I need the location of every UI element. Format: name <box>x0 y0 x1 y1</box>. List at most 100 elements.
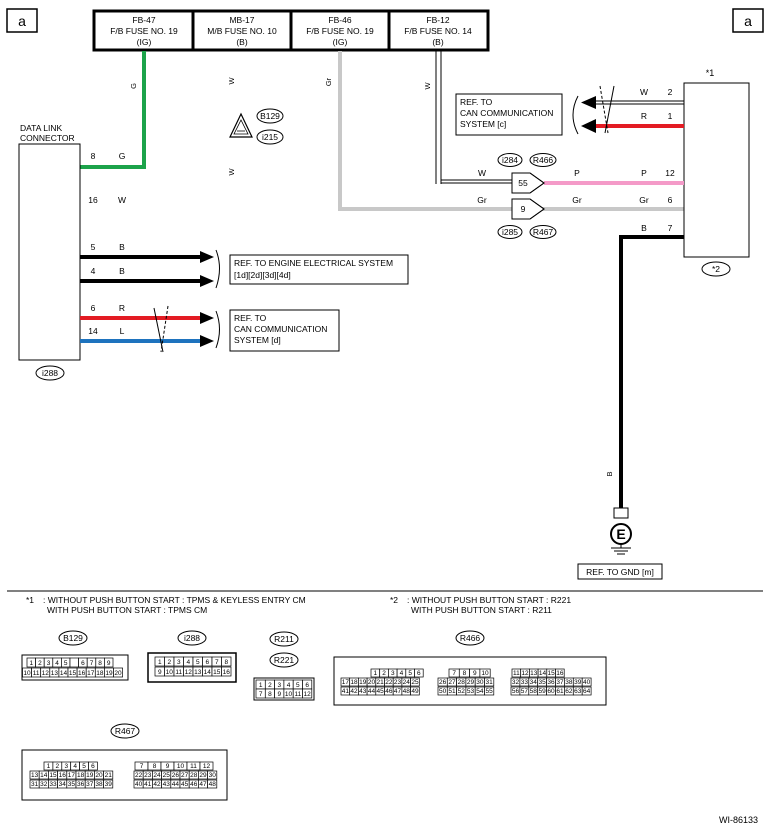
conn-r467-pin: 6 <box>91 763 95 770</box>
dlc-pin-8: 8 <box>91 151 96 161</box>
conn-r466-pin: 5 <box>408 670 412 677</box>
svg-text:55: 55 <box>518 178 528 188</box>
conn-r466-pin: 34 <box>530 679 538 686</box>
conn-b129-pin: 13 <box>51 670 59 677</box>
conn-r466-cell <box>410 686 420 696</box>
wire-w-label-upper: W <box>227 77 236 85</box>
conn-r467-pin: 18 <box>77 772 85 779</box>
conn-r467-pin: 21 <box>105 772 113 779</box>
conn-r466-pin: 42 <box>350 688 358 695</box>
svg-text:W: W <box>478 168 486 178</box>
conn-r467-cell <box>199 761 214 771</box>
conn-r467-pin: 25 <box>163 772 171 779</box>
inline-connector-pink: W 55 i284 R466 <box>441 153 557 194</box>
conn-i288-pin: 14 <box>204 669 212 676</box>
ref-can-d-box: REF. TO CAN COMMUNICATION SYSTEM [d] <box>229 309 340 352</box>
conn-b129-pin: 1 <box>29 660 33 667</box>
conn-r466-pin: 4 <box>400 670 404 677</box>
conn-r466-pin: 55 <box>486 688 494 695</box>
ref-engine-box: REF. TO ENGINE ELECTRICAL SYSTEM [1d][2d… <box>229 254 409 285</box>
conn-r467-pin: 44 <box>172 781 180 788</box>
svg-text:[1d][2d][3d][4d]: [1d][2d][3d][4d] <box>234 270 291 280</box>
conn-r466-cell <box>555 668 565 678</box>
conn-r466-pin: 57 <box>521 688 529 695</box>
conn-b129-pin: 9 <box>107 660 111 667</box>
conn-r211-cell <box>302 688 313 699</box>
conn-r466-label-oval <box>455 630 485 646</box>
conn-r466-pin: 47 <box>394 688 402 695</box>
conn-b129-pin: 11 <box>33 670 40 677</box>
conn-i288-pin: 4 <box>186 659 190 666</box>
svg-text:Gr: Gr <box>639 195 649 205</box>
conn-r467-pin: 46 <box>190 781 198 788</box>
conn-i288-pin: 13 <box>194 669 202 676</box>
module-cm: *1 *2 W 2 R 1 P P 12 Gr Gr 6 B 7 B <box>544 68 750 508</box>
svg-text:REF. TO: REF. TO <box>460 97 493 107</box>
svg-text:REF. TO ENGINE ELECTRICAL SYST: REF. TO ENGINE ELECTRICAL SYSTEM <box>234 258 393 268</box>
svg-text:7: 7 <box>668 223 673 233</box>
dlc-pin-5: 5 <box>91 242 96 252</box>
conn-i288-pin: 2 <box>167 659 171 666</box>
ground-symbol: E <box>610 507 632 555</box>
conn-r466-pin: 26 <box>439 679 447 686</box>
wire-gray-gr: Gr <box>324 51 684 211</box>
svg-text:: WITHOUT PUSH BUTTON START :: : WITHOUT PUSH BUTTON START : R221 <box>407 595 571 605</box>
conn-r466-pin: 31 <box>486 679 494 686</box>
fuse-2-id: MB-17 <box>229 15 254 25</box>
notes: *1 : WITHOUT PUSH BUTTON START : TPMS & … <box>26 595 571 615</box>
svg-text:Gr: Gr <box>477 195 487 205</box>
dlc-pin-4: 4 <box>91 266 96 276</box>
junction-label-2-oval <box>256 129 284 145</box>
dlc-pin-14-color: L <box>120 326 125 336</box>
conn-r466-pin: 1 <box>374 670 378 677</box>
conn-r211-pin: 10 <box>285 691 293 698</box>
conn-r466-label: R466 <box>460 633 481 643</box>
conn-i288-pin: 1 <box>158 659 162 666</box>
conn-r466-pin: 62 <box>565 688 573 695</box>
conn-i288-pin: 3 <box>177 659 181 666</box>
dlc-label-1: DATA LINK <box>20 123 63 133</box>
module-star-bottom: *2 <box>712 264 720 274</box>
dlc-pin-16: 16 <box>88 195 98 205</box>
conn-r466-cell <box>581 686 592 696</box>
conn-r467-pin: 9 <box>166 763 170 770</box>
conn-r466-pin: 22 <box>385 679 393 686</box>
junction-label-1: B129 <box>260 111 280 121</box>
conn-r466-pin: 13 <box>530 670 538 677</box>
conn-r467-cell <box>103 770 114 780</box>
svg-text:B: B <box>641 223 647 233</box>
conn-i288-pin: 9 <box>158 669 162 676</box>
junction-label-2: i215 <box>262 132 278 142</box>
fuse-1-id: FB-47 <box>132 15 155 25</box>
svg-text:12: 12 <box>665 168 675 178</box>
conn-r466-pin: 16 <box>556 670 564 677</box>
conn-i288-pin: 12 <box>185 669 193 676</box>
svg-text:SYSTEM [d]: SYSTEM [d] <box>234 335 281 345</box>
svg-text:SYSTEM [c]: SYSTEM [c] <box>460 119 506 129</box>
svg-text:WITH PUSH BUTTON START : R: WITH PUSH BUTTON START : R211 <box>411 605 552 615</box>
conn-r211-label: R211 <box>274 634 294 644</box>
dlc-pin-14: 14 <box>88 326 98 336</box>
conn-b129-pin: 16 <box>78 670 86 677</box>
wire-w-label-lower: W <box>227 168 236 176</box>
conn-r466-pin: 43 <box>359 688 367 695</box>
conn-r211-pin: 8 <box>268 691 272 698</box>
conn-r211-pin: 6 <box>305 682 309 689</box>
conn-r467-pin: 39 <box>105 781 113 788</box>
conn-r466-pin: 7 <box>452 670 456 677</box>
conn-b129-pin: 3 <box>47 660 51 667</box>
conn-r467-pin: 29 <box>199 772 207 779</box>
conn-i288-pin: 5 <box>196 659 200 666</box>
page-marker-right-box <box>732 8 764 33</box>
conn-r467-pin: 3 <box>64 763 68 770</box>
svg-text:*1: *1 <box>26 595 34 605</box>
conn-r211-pin: 1 <box>259 682 263 689</box>
conn-i288-pin: 7 <box>215 659 219 666</box>
svg-text:i284: i284 <box>502 155 518 165</box>
conn-r467-pin: 33 <box>49 781 57 788</box>
conn-r211-pin: 2 <box>268 682 272 689</box>
conn-r466-pin: 49 <box>411 688 419 695</box>
conn-r467-pin: 43 <box>163 781 171 788</box>
conn-r466-pin: 20 <box>368 679 376 686</box>
